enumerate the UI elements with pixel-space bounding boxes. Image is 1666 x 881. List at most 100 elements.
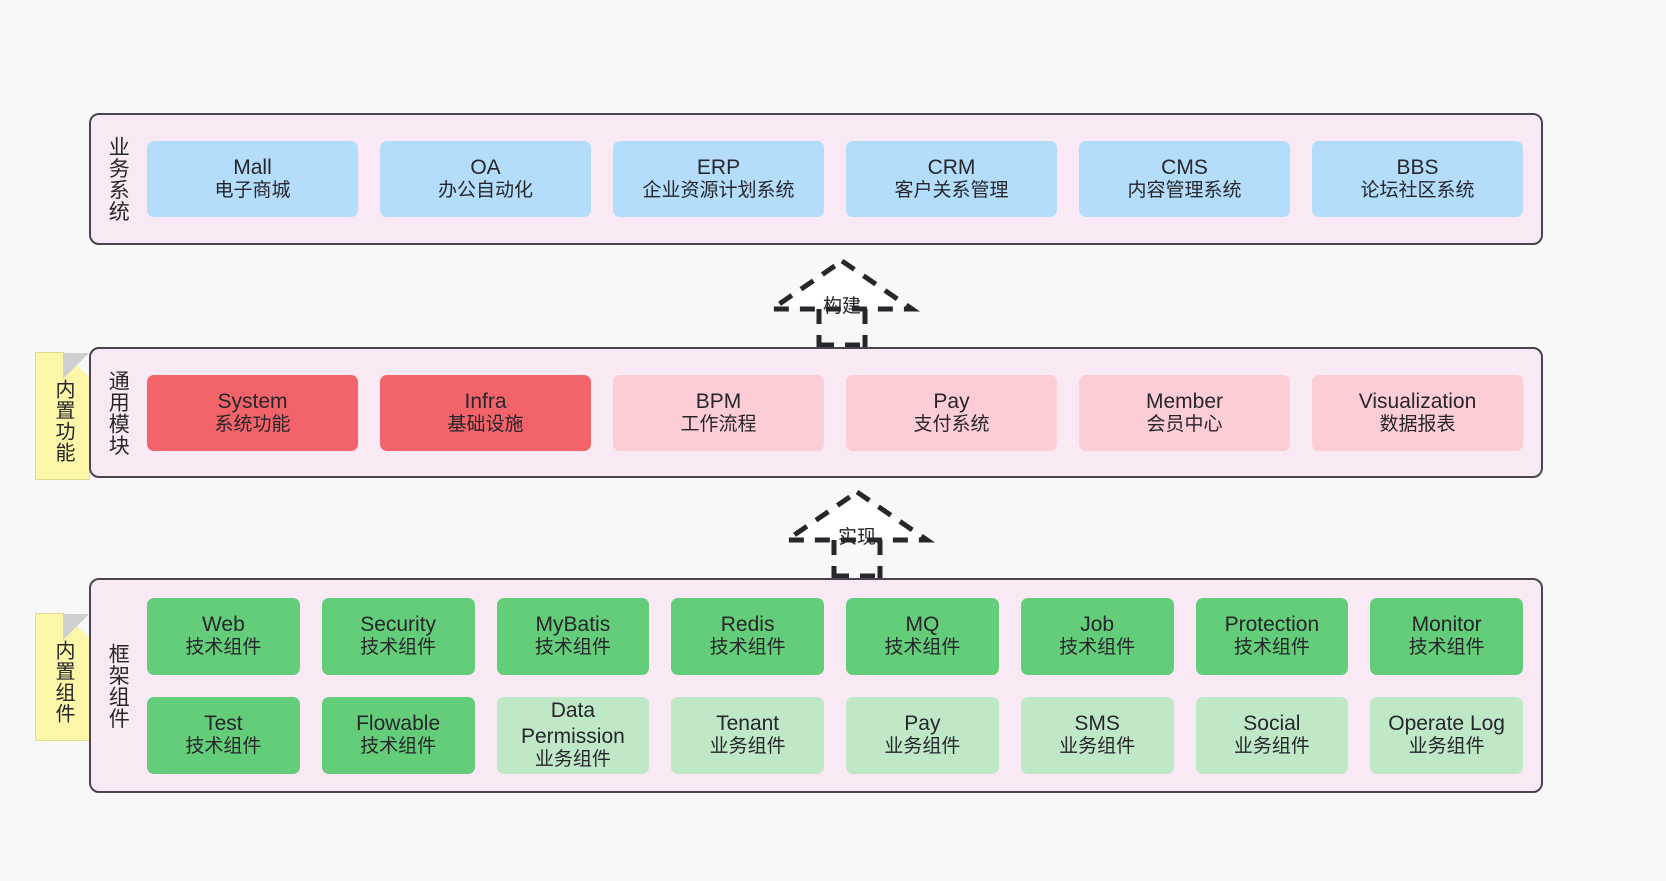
node-test[interactable]: Test 技术组件 bbox=[147, 696, 300, 774]
node-sms[interactable]: SMS 业务组件 bbox=[1020, 696, 1174, 774]
layer-body-business-systems: Mall 电子商城 OA 办公自动化 ERP 企业资源计划系统 CRM 客户关系… bbox=[143, 115, 1541, 243]
node-operate-log[interactable]: Operate Log 业务组件 bbox=[1370, 696, 1523, 774]
node-subtitle: 技术组件 bbox=[185, 637, 262, 659]
node-subtitle: 业务组件 bbox=[709, 736, 786, 758]
layer-row: Test 技术组件 Flowable 技术组件 Data Permission … bbox=[147, 696, 1523, 774]
layer-title-framework-components: 框架组件 bbox=[106, 642, 130, 729]
node-subtitle: 数据报表 bbox=[1379, 413, 1456, 435]
node-tenant[interactable]: Tenant 业务组件 bbox=[671, 696, 824, 774]
node-crm[interactable]: CRM 客户关系管理 bbox=[846, 141, 1057, 217]
generalization-arrow-icon bbox=[763, 257, 921, 348]
node-title: SMS bbox=[1074, 712, 1120, 735]
node-subtitle: 业务组件 bbox=[1059, 736, 1136, 758]
node-social[interactable]: Social 业务组件 bbox=[1195, 696, 1349, 774]
node-cms[interactable]: CMS 内容管理系统 bbox=[1079, 141, 1290, 217]
node-subtitle: 技术组件 bbox=[1059, 637, 1136, 659]
layer-business-systems: 业务系统 Mall 电子商城 OA 办公自动化 ERP 企业资源计划系统 CRM… bbox=[89, 113, 1543, 245]
node-visualization[interactable]: Visualization 数据报表 bbox=[1312, 374, 1523, 451]
node-title: Test bbox=[204, 712, 243, 735]
node-title: Mall bbox=[233, 156, 272, 179]
node-subtitle: 技术组件 bbox=[1408, 637, 1485, 659]
node-title: Security bbox=[360, 613, 437, 636]
node-subtitle: 基础设施 bbox=[447, 413, 524, 435]
node-pay-component[interactable]: Pay 业务组件 bbox=[846, 696, 999, 774]
node-subtitle: 业务组件 bbox=[884, 736, 961, 758]
node-subtitle: 技术组件 bbox=[534, 637, 611, 659]
node-title: Operate Log bbox=[1388, 712, 1505, 735]
node-title: Pay bbox=[904, 712, 941, 735]
node-data-permission[interactable]: Data Permission 业务组件 bbox=[496, 696, 650, 774]
node-redis[interactable]: Redis 技术组件 bbox=[671, 597, 824, 675]
node-title: Pay bbox=[933, 389, 970, 413]
layer-body-framework-components: Web 技术组件 Security 技术组件 MyBatis 技术组件 Redi… bbox=[143, 580, 1541, 791]
node-web[interactable]: Web 技术组件 bbox=[147, 597, 300, 675]
node-monitor[interactable]: Monitor 技术组件 bbox=[1370, 597, 1523, 675]
node-flowable[interactable]: Flowable 技术组件 bbox=[321, 696, 475, 774]
node-erp[interactable]: ERP 企业资源计划系统 bbox=[613, 141, 824, 217]
node-subtitle: 业务组件 bbox=[1408, 736, 1485, 758]
node-title: Infra bbox=[464, 389, 507, 413]
note-label: 内置功能 bbox=[52, 379, 74, 463]
node-mq[interactable]: MQ 技术组件 bbox=[846, 597, 999, 675]
node-subtitle: 系统功能 bbox=[214, 413, 291, 435]
layer-common-modules: 通用模块 System 系统功能 Infra 基础设施 BPM 工作流程 Pay… bbox=[89, 347, 1543, 478]
node-title: BBS bbox=[1396, 156, 1439, 179]
node-subtitle: 论坛社区系统 bbox=[1360, 180, 1475, 202]
layer-framework-components: 框架组件 Web 技术组件 Security 技术组件 MyBatis 技术组件… bbox=[89, 578, 1543, 793]
node-mybatis[interactable]: MyBatis 技术组件 bbox=[496, 597, 650, 675]
connector-label: 实现 bbox=[837, 527, 877, 548]
node-job[interactable]: Job 技术组件 bbox=[1020, 597, 1174, 675]
connector-implement: 实现 bbox=[772, 486, 942, 579]
node-subtitle: 工作流程 bbox=[680, 413, 757, 435]
node-title: Member bbox=[1145, 389, 1224, 413]
node-title: BPM bbox=[695, 389, 742, 413]
node-title: CMS bbox=[1161, 156, 1208, 179]
node-subtitle: 办公自动化 bbox=[437, 180, 533, 202]
node-title: MyBatis bbox=[535, 613, 611, 636]
node-subtitle: 技术组件 bbox=[185, 736, 262, 758]
node-subtitle: 技术组件 bbox=[709, 637, 786, 659]
node-member[interactable]: Member 会员中心 bbox=[1079, 374, 1290, 451]
node-subtitle: 业务组件 bbox=[1233, 736, 1310, 758]
layer-row: Mall 电子商城 OA 办公自动化 ERP 企业资源计划系统 CRM 客户关系… bbox=[147, 141, 1523, 217]
layer-row: System 系统功能 Infra 基础设施 BPM 工作流程 Pay 支付系统… bbox=[147, 374, 1523, 451]
node-bpm[interactable]: BPM 工作流程 bbox=[613, 374, 824, 451]
layer-body-common-modules: System 系统功能 Infra 基础设施 BPM 工作流程 Pay 支付系统… bbox=[143, 349, 1541, 476]
node-subtitle: 内容管理系统 bbox=[1127, 180, 1242, 202]
node-subtitle: 支付系统 bbox=[913, 413, 990, 435]
note-label: 内置组件 bbox=[52, 640, 74, 724]
node-title: Monitor bbox=[1411, 613, 1482, 636]
node-title: ERP bbox=[696, 156, 741, 179]
layer-title-business-systems: 业务系统 bbox=[106, 136, 130, 222]
note-builtin-components: 内置组件 bbox=[35, 613, 90, 741]
node-subtitle: 电子商城 bbox=[214, 180, 291, 202]
node-mall[interactable]: Mall 电子商城 bbox=[147, 141, 358, 217]
node-title: MQ bbox=[905, 613, 940, 636]
node-subtitle: 技术组件 bbox=[1233, 637, 1310, 659]
node-title: OA bbox=[470, 156, 501, 179]
node-security[interactable]: Security 技术组件 bbox=[321, 597, 475, 675]
node-title: Data Permission bbox=[520, 699, 625, 748]
node-subtitle: 技术组件 bbox=[360, 736, 437, 758]
node-infra[interactable]: Infra 基础设施 bbox=[380, 374, 591, 451]
node-subtitle: 技术组件 bbox=[884, 637, 961, 659]
node-subtitle: 会员中心 bbox=[1146, 413, 1223, 435]
node-title: Protection bbox=[1224, 613, 1320, 636]
node-pay[interactable]: Pay 支付系统 bbox=[846, 374, 1057, 451]
node-title: System bbox=[217, 389, 288, 413]
node-protection[interactable]: Protection 技术组件 bbox=[1195, 597, 1349, 675]
node-oa[interactable]: OA 办公自动化 bbox=[380, 141, 591, 217]
node-subtitle: 技术组件 bbox=[360, 637, 437, 659]
node-title: Web bbox=[201, 613, 245, 636]
node-title: Job bbox=[1080, 613, 1115, 636]
connector-label: 构建 bbox=[822, 296, 862, 317]
node-title: Tenant bbox=[716, 712, 780, 735]
node-bbs[interactable]: BBS 论坛社区系统 bbox=[1312, 141, 1523, 217]
node-subtitle: 企业资源计划系统 bbox=[642, 180, 795, 202]
layer-title-common-modules: 通用模块 bbox=[106, 369, 130, 456]
node-system[interactable]: System 系统功能 bbox=[147, 374, 358, 451]
generalization-arrow-icon bbox=[778, 488, 936, 579]
node-title: Flowable bbox=[356, 712, 441, 735]
node-title: CRM bbox=[927, 156, 976, 179]
